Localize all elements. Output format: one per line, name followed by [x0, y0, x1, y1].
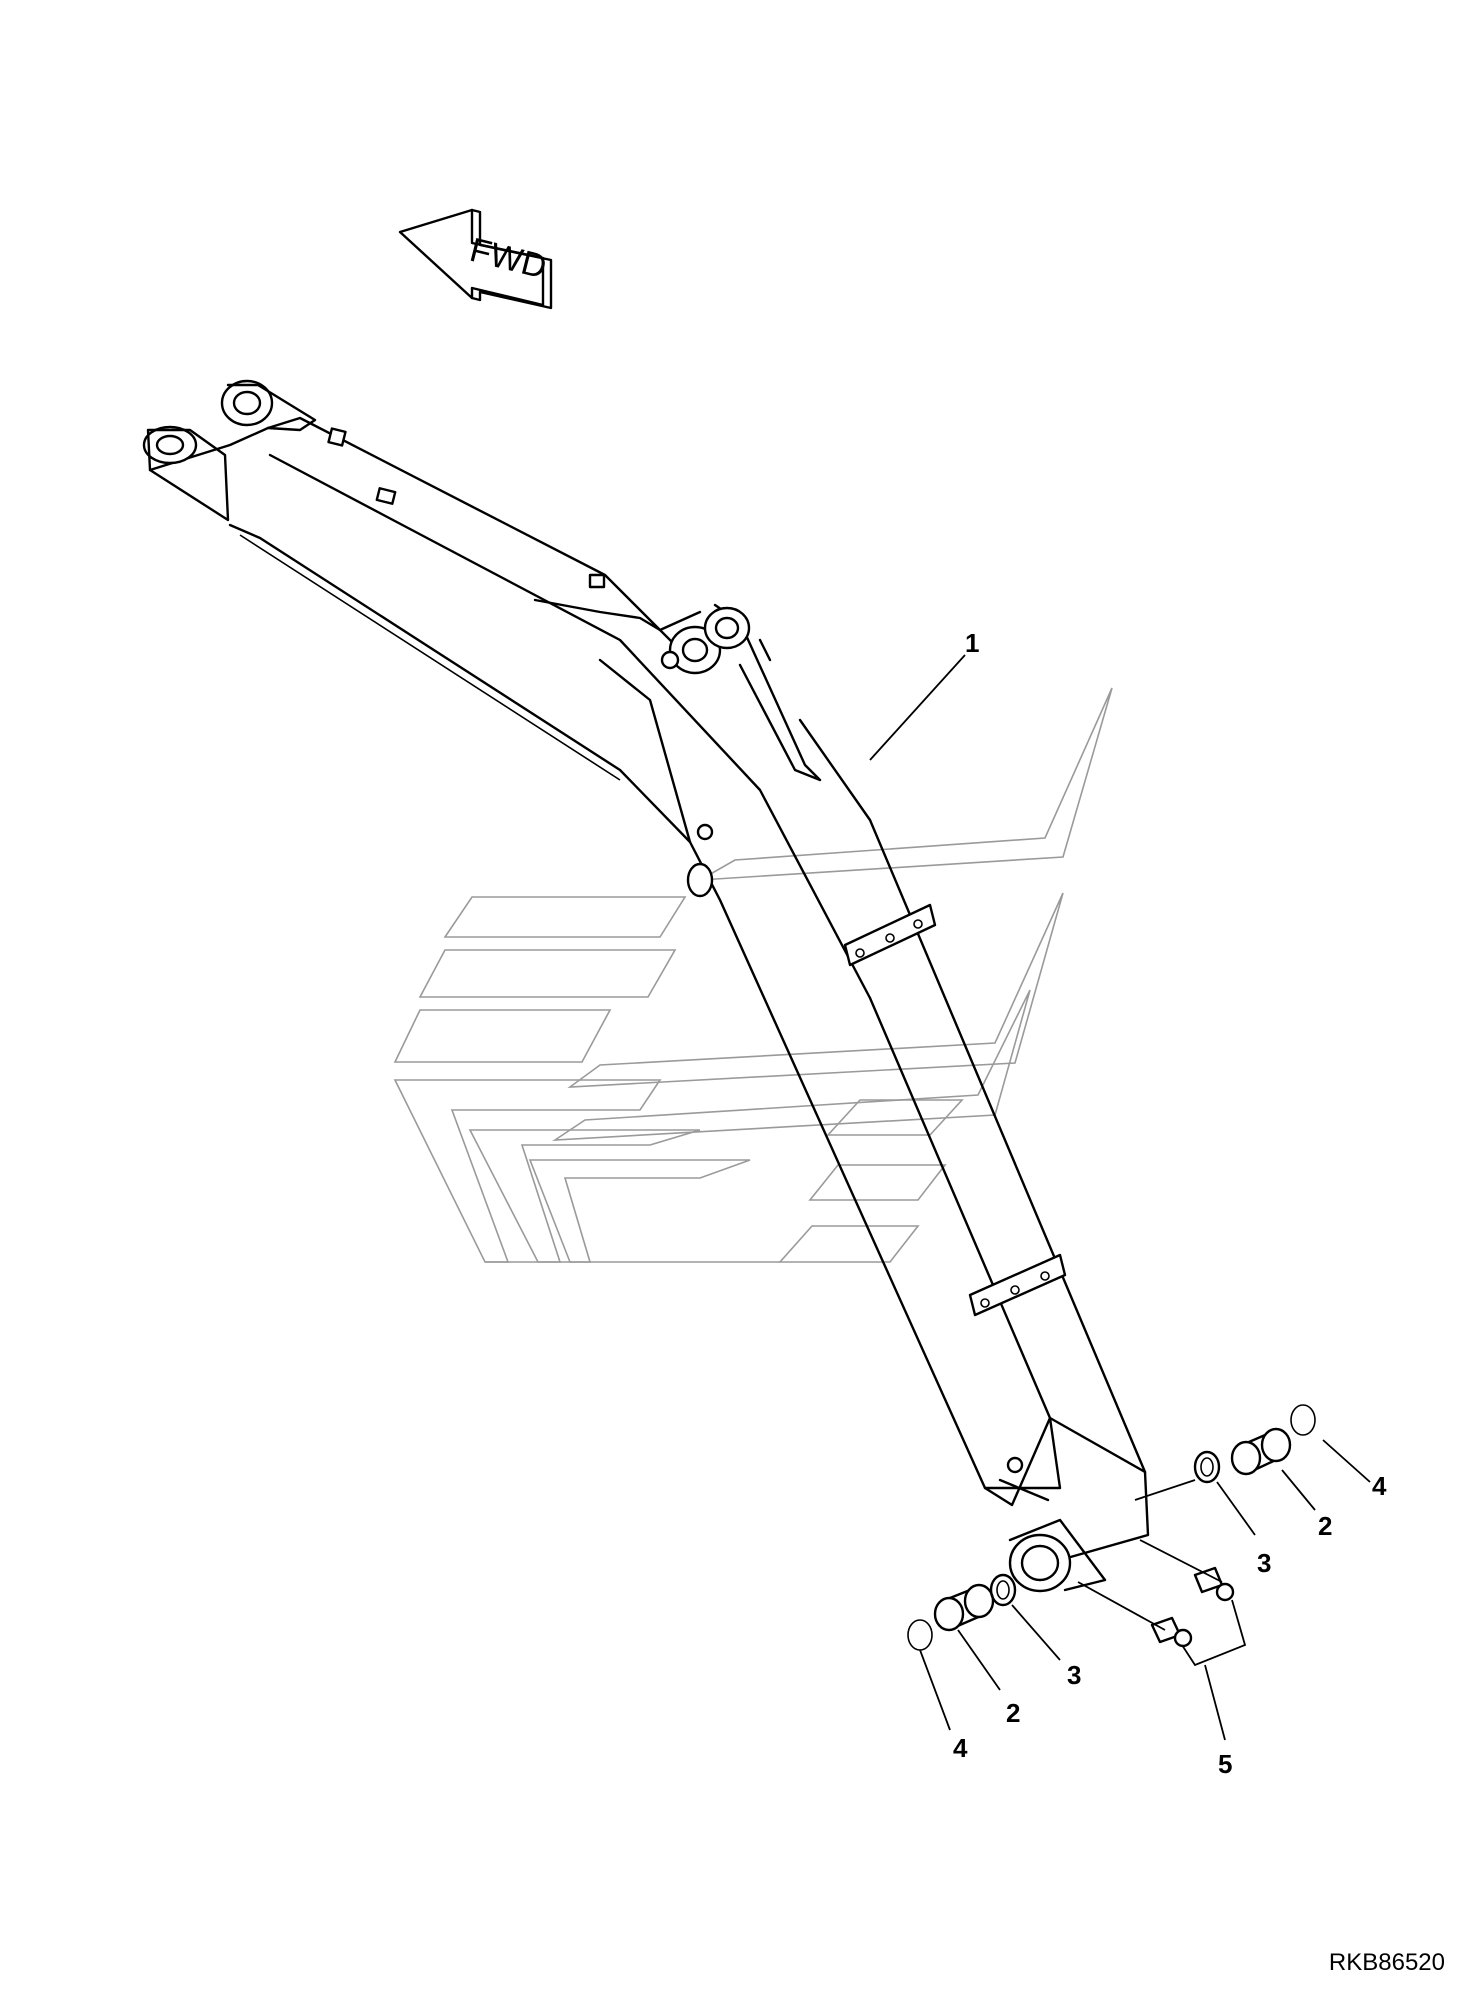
callout-4-upper: 4 — [1372, 1471, 1387, 1501]
ring-lower — [907, 1619, 933, 1651]
grease-fitting-lower — [1150, 1616, 1193, 1648]
seal-lower — [989, 1573, 1017, 1607]
callout-5: 5 — [1218, 1749, 1232, 1779]
bushing-upper — [1230, 1427, 1292, 1476]
drawing-code: RKB86520 — [1329, 1949, 1445, 1976]
callout-1: 1 — [965, 628, 979, 658]
boom-arm — [142, 379, 1150, 1593]
seal-upper — [1193, 1450, 1221, 1484]
watermark-logo — [393, 687, 1113, 1263]
ring-upper — [1290, 1404, 1316, 1436]
bushing-lower — [933, 1583, 995, 1632]
grease-fitting-upper — [1193, 1566, 1235, 1602]
forward-direction-arrow: FWD — [398, 208, 553, 310]
callout-2-upper: 2 — [1318, 1511, 1332, 1541]
callouts: 1 2 2 3 3 4 4 5 — [953, 628, 1387, 1779]
callout-3-lower: 3 — [1067, 1660, 1081, 1690]
callout-4-lower: 4 — [953, 1733, 968, 1763]
exploded-parts — [907, 1404, 1316, 1651]
callout-2-lower: 2 — [1006, 1698, 1020, 1728]
callout-3-upper: 3 — [1257, 1548, 1271, 1578]
leader-lines — [869, 654, 1371, 1741]
